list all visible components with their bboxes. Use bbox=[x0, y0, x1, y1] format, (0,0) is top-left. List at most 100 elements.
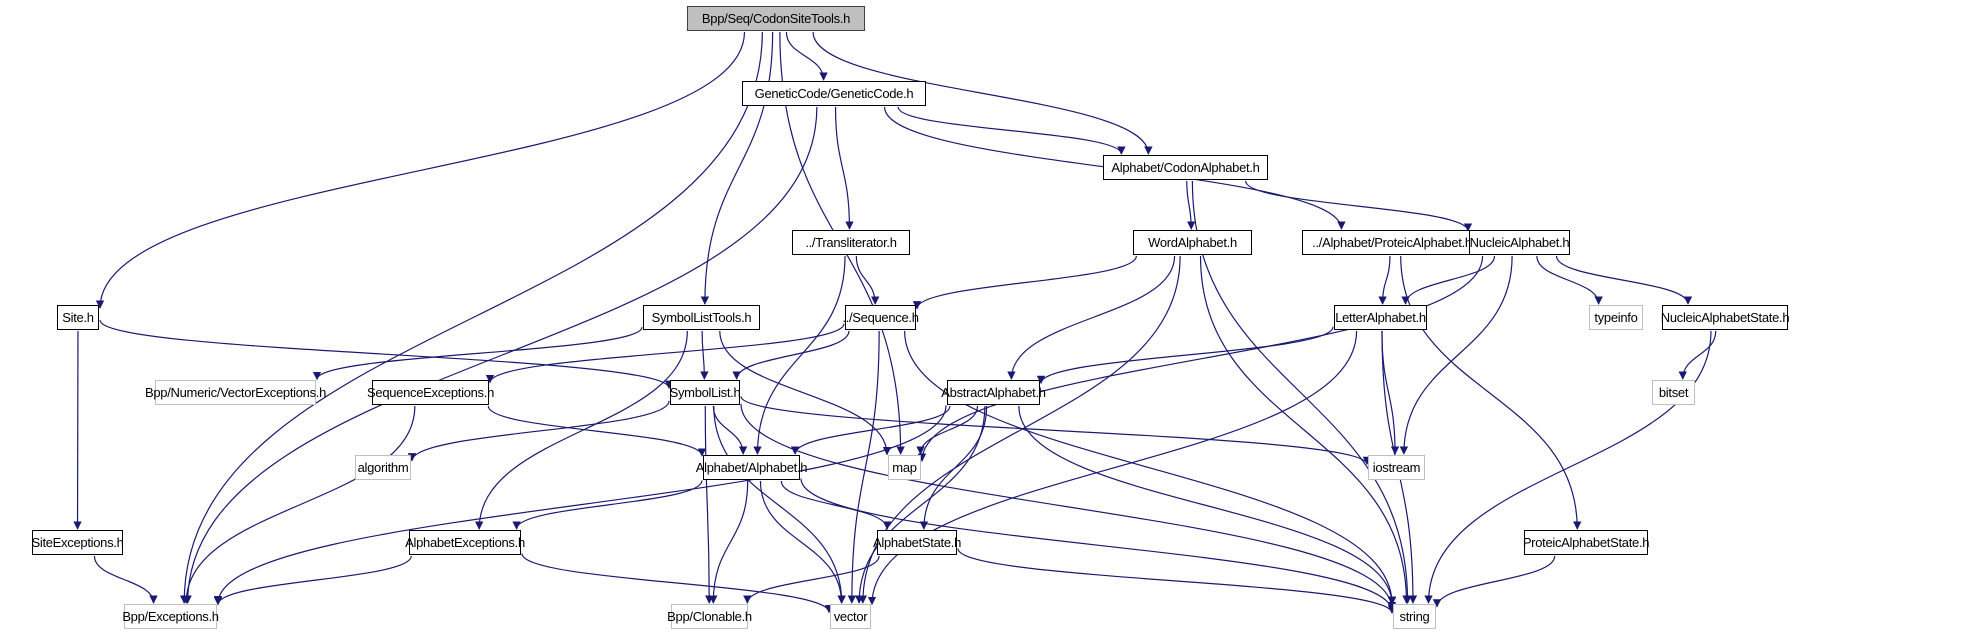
node-label: WordAlphabet.h bbox=[1148, 235, 1237, 250]
edge-codonsitetools-to-symbollisttools bbox=[700, 31, 774, 305]
node-vector: vector bbox=[830, 604, 871, 629]
edge-sequence-to-string bbox=[904, 330, 1397, 605]
node-site[interactable]: Site.h bbox=[57, 305, 99, 330]
edge-wordalphabet-to-abstractalphabet bbox=[1007, 255, 1176, 380]
node-sequenceexceptions[interactable]: SequenceExceptions.h bbox=[367, 380, 494, 405]
edge-transliterator-to-alphabet bbox=[753, 255, 846, 455]
node-alphabetstate[interactable]: AlphabetState.h bbox=[873, 530, 961, 555]
node-label: ../Alphabet/ProteicAlphabet.h bbox=[1312, 235, 1472, 250]
edge-siteexceptions-to-exceptions bbox=[93, 555, 158, 604]
edge-nucleicalphabet-to-iostream bbox=[1399, 255, 1513, 455]
node-bitset: bitset bbox=[1652, 380, 1695, 405]
edge-nucleicalphabet-to-typeinfo bbox=[1536, 255, 1603, 305]
node-string: string bbox=[1393, 604, 1436, 629]
node-label: ProteicAlphabetState.h bbox=[1522, 535, 1650, 550]
node-letteralphabet[interactable]: LetterAlphabet.h bbox=[1334, 305, 1427, 330]
edge-alphabetexceptions-to-exceptions bbox=[213, 555, 412, 606]
edge-abstractalphabet-to-alphabet bbox=[790, 405, 951, 455]
edge-nucleicalphabet-to-nucleicalphabetstate bbox=[1555, 255, 1693, 305]
node-label: AlphabetState.h bbox=[872, 535, 962, 550]
edge-abstractalphabet-to-string bbox=[1018, 405, 1397, 606]
node-label: GeneticCode/GeneticCode.h bbox=[754, 86, 914, 101]
edge-codonsitetools-to-exceptions bbox=[179, 31, 763, 604]
node-label: map bbox=[892, 460, 917, 475]
edge-alphabetstate-to-clonable bbox=[743, 555, 880, 604]
edge-proteicalphabet-to-proteicalphabetstate bbox=[1400, 255, 1582, 530]
node-clonable: Bpp/Clonable.h bbox=[667, 604, 752, 629]
node-alphabetexceptions[interactable]: AlphabetExceptions.h bbox=[405, 530, 525, 555]
node-label: algorithm bbox=[357, 460, 409, 475]
edge-sequenceexceptions-to-alphabet bbox=[487, 405, 707, 457]
edge-symbollist-to-algorithm bbox=[407, 400, 670, 462]
node-exceptions: Bpp/Exceptions.h bbox=[122, 604, 219, 629]
edge-alphabetstate-to-string bbox=[957, 548, 1397, 614]
node-label: NucleicAlphabetState.h bbox=[1660, 310, 1790, 325]
node-codonalphabet[interactable]: Alphabet/CodonAlphabet.h bbox=[1103, 155, 1268, 180]
node-typeinfo: typeinfo bbox=[1589, 305, 1643, 330]
edges-layer bbox=[73, 31, 1717, 614]
node-symbollist[interactable]: SymbolList.h bbox=[669, 380, 741, 405]
edge-symbollist-to-clonable bbox=[704, 405, 714, 604]
edge-symbollisttools-to-map bbox=[719, 330, 892, 456]
node-label: typeinfo bbox=[1594, 310, 1638, 325]
node-label: SymbolList.h bbox=[669, 385, 741, 400]
node-label: Bpp/Numeric/VectorExceptions.h bbox=[144, 385, 327, 400]
edge-codonsitetools-to-codonalphabet bbox=[812, 31, 1153, 155]
edge-symbollist-to-iostream bbox=[740, 396, 1372, 466]
node-map: map bbox=[888, 455, 921, 480]
edge-geneticcode-to-transliterator bbox=[834, 106, 854, 230]
node-transliterator[interactable]: ../Transliterator.h bbox=[792, 230, 910, 255]
node-proteicalphabetstate[interactable]: ProteicAlphabetState.h bbox=[1522, 530, 1650, 555]
node-label: Bpp/Clonable.h bbox=[667, 609, 752, 624]
node-label: Alphabet/Alphabet.h bbox=[695, 460, 808, 475]
node-label: AlphabetExceptions.h bbox=[405, 535, 525, 550]
node-alphabet[interactable]: Alphabet/Alphabet.h bbox=[696, 455, 808, 480]
edge-sequence-to-vector bbox=[847, 330, 880, 604]
edge-alphabet-to-alphabetstate bbox=[780, 480, 892, 530]
node-symbollisttools[interactable]: SymbolListTools.h bbox=[643, 305, 760, 330]
edge-wordalphabet-to-string bbox=[1199, 255, 1411, 604]
node-vectorexceptions: Bpp/Numeric/VectorExceptions.h bbox=[145, 380, 326, 405]
node-siteexceptions[interactable]: SiteExceptions.h bbox=[31, 530, 124, 555]
edge-nucleicalphabetstate-to-string bbox=[1424, 330, 1712, 604]
node-sequence[interactable]: ../Sequence.h bbox=[842, 305, 919, 330]
node-label: bitset bbox=[1658, 385, 1689, 400]
node-label: LetterAlphabet.h bbox=[1335, 310, 1426, 325]
edge-abstractalphabet-to-vector bbox=[854, 405, 986, 604]
edge-codonalphabet-to-nucleicalphabet bbox=[1245, 180, 1473, 232]
node-label: AbstractAlphabet.h bbox=[941, 385, 1046, 400]
node-label: Bpp/Seq/CodonSiteTools.h bbox=[701, 11, 851, 26]
edge-codonsitetools-to-geneticcode bbox=[785, 31, 828, 81]
node-label: vector bbox=[833, 609, 868, 624]
node-label: Site.h bbox=[62, 310, 94, 325]
node-proteicalphabet[interactable]: ../Alphabet/ProteicAlphabet.h bbox=[1302, 230, 1482, 255]
edge-nucleicalphabet-to-letteralphabet bbox=[1401, 255, 1496, 305]
edge-proteicalphabet-to-letteralphabet bbox=[1378, 255, 1391, 305]
edge-abstractalphabet-to-alphabetstate bbox=[919, 405, 988, 530]
edge-nucleicalphabet-to-map bbox=[917, 255, 1484, 462]
edge-alphabetexceptions-to-vector bbox=[521, 553, 834, 614]
edge-codonalphabet-to-string bbox=[1191, 180, 1412, 604]
node-nucleicalphabetstate[interactable]: NucleicAlphabetState.h bbox=[1660, 305, 1790, 330]
node-abstractalphabet[interactable]: AbstractAlphabet.h bbox=[941, 380, 1046, 405]
node-label: string bbox=[1399, 609, 1430, 624]
node-algorithm: algorithm bbox=[355, 455, 411, 480]
edge-wordalphabet-to-sequence bbox=[912, 255, 1137, 310]
node-label: Bpp/Exceptions.h bbox=[122, 609, 219, 624]
edge-symbollist-to-vector bbox=[713, 405, 846, 604]
node-label: SymbolListTools.h bbox=[651, 310, 752, 325]
edge-letteralphabet-to-iostream bbox=[1381, 330, 1400, 455]
node-label: iostream bbox=[1372, 460, 1421, 475]
node-geneticcode[interactable]: GeneticCode/GeneticCode.h bbox=[742, 81, 926, 106]
edge-site-to-symbollist bbox=[99, 319, 674, 390]
node-nucleicalphabet[interactable]: NucleicAlphabet.h bbox=[1469, 230, 1570, 255]
node-label: ../Sequence.h bbox=[842, 310, 919, 325]
node-wordalphabet[interactable]: WordAlphabet.h bbox=[1133, 230, 1252, 255]
edge-alphabet-to-vector bbox=[759, 480, 846, 604]
edge-sequence-to-symbollist bbox=[732, 330, 850, 380]
edge-codonalphabet-to-wordalphabet bbox=[1186, 180, 1196, 230]
node-label: NucleicAlphabet.h bbox=[1469, 235, 1570, 250]
edge-nucleicalphabetstate-to-bitset bbox=[1678, 330, 1717, 380]
edge-geneticcode-to-codonalphabet bbox=[897, 106, 1126, 155]
